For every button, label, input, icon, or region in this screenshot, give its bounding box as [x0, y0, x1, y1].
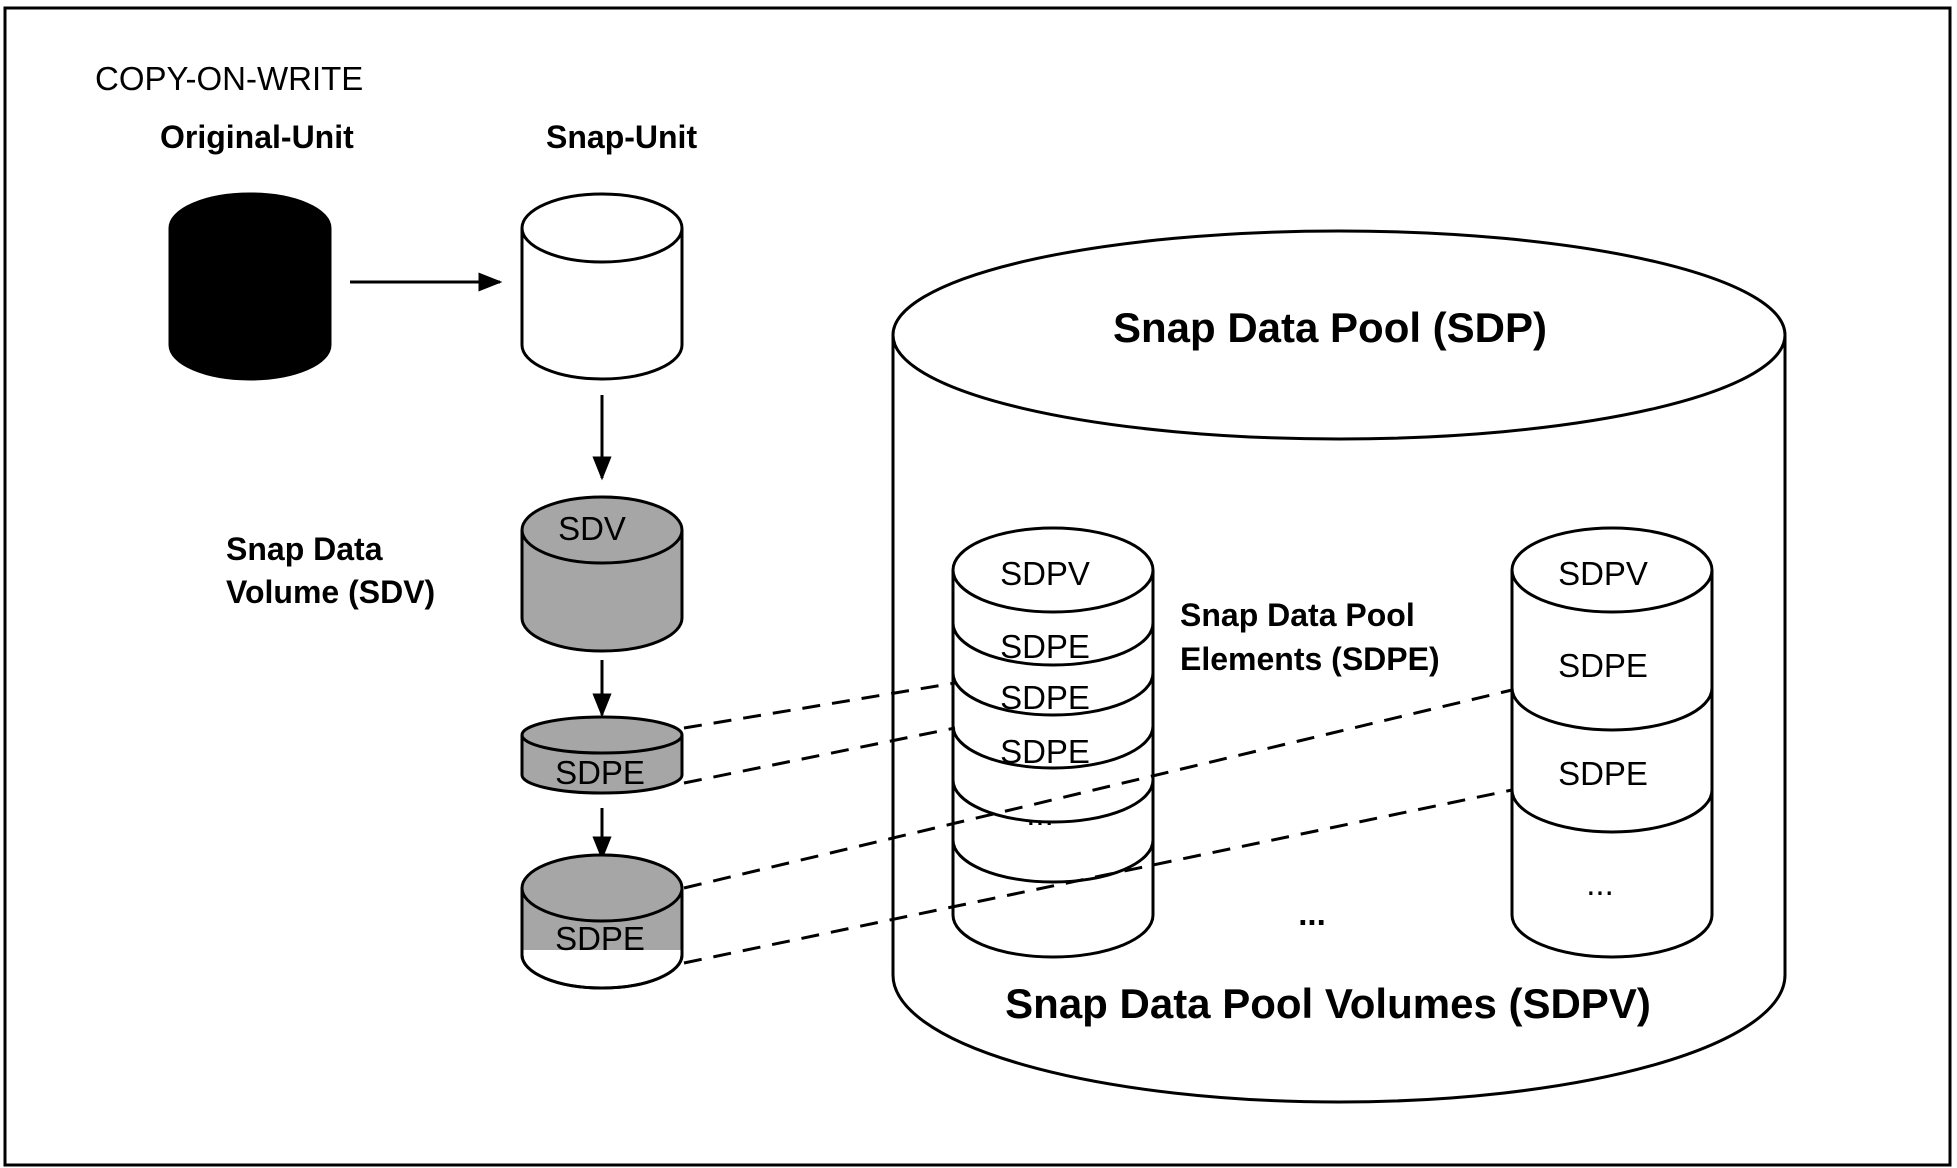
- sdpe-label-line2: Elements (SDPE): [1180, 641, 1440, 677]
- sdv-cylinder-icon: SDV: [520, 495, 684, 653]
- sdpe-disk-1-label: SDPE: [555, 754, 645, 791]
- snap-unit-label: Snap-Unit: [546, 119, 697, 155]
- sdpe-disk-2-icon: SDPE: [520, 853, 684, 990]
- sdpv-right-top-label: SDPV: [1558, 555, 1648, 592]
- frame-border: [3, 6, 1952, 1167]
- sdpv-left-element-3: SDPE: [1000, 733, 1090, 770]
- sdp-label: Snap Data Pool (SDP): [1113, 304, 1547, 351]
- sdpv-left-stack-icon: [951, 526, 1155, 959]
- original-unit-label: Original-Unit: [160, 119, 354, 155]
- sdpe-disk-1-icon: SDPE: [520, 715, 684, 795]
- sdpv-left-element-2: SDPE: [1000, 679, 1090, 716]
- sdpv-label: Snap Data Pool Volumes (SDPV): [1005, 980, 1651, 1027]
- mapping-line-4: [683, 788, 1513, 965]
- title-label: COPY-ON-WRITE: [95, 60, 363, 97]
- mapping-line-3: [683, 688, 1513, 890]
- sdv-disk-label: SDV: [558, 510, 626, 547]
- sdv-label-line2: Volume (SDV): [226, 574, 435, 610]
- sdv-label-line1: Snap Data: [226, 531, 383, 567]
- mapping-line-2: [683, 726, 956, 785]
- sdpe-label-line1: Snap Data Pool: [1180, 597, 1415, 633]
- snap-unit-cylinder-icon: [520, 192, 684, 381]
- sdpv-left-element-1: SDPE: [1000, 628, 1090, 665]
- mapping-lines: [683, 681, 1513, 965]
- mapping-line-1: [683, 681, 956, 730]
- sdpv-right-ellipsis: ...: [1586, 865, 1614, 902]
- sdpv-left-top-label: SDPV: [1000, 555, 1090, 592]
- original-unit-cylinder-icon: [168, 192, 332, 381]
- sdpv-right-element-1: SDPE: [1558, 647, 1648, 684]
- middle-ellipsis: ...: [1298, 895, 1326, 932]
- sdpe-disk-2-label: SDPE: [555, 920, 645, 957]
- sdpv-right-stack-icon: [1510, 526, 1714, 959]
- sdpv-right-element-2: SDPE: [1558, 755, 1648, 792]
